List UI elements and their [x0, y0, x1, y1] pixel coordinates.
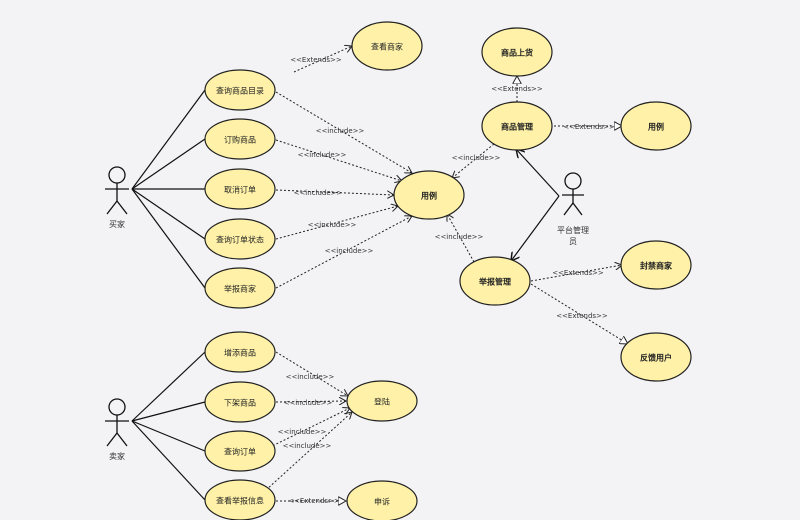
include-view-report-login: [265, 412, 352, 491]
label-include-browse: <<include>>: [316, 127, 365, 135]
svg-text:下架商品: 下架商品: [224, 398, 256, 408]
svg-text:查询订单状态: 查询订单状态: [216, 235, 264, 245]
svg-text:商品上货: 商品上货: [501, 48, 533, 58]
label-extend-appeal: <<Extends>>: [288, 497, 340, 505]
label-extend-listing: <<Extends>>: [491, 85, 543, 93]
assoc-seller-query-order: [131, 420, 206, 452]
svg-text:封禁商家: 封禁商家: [640, 261, 673, 271]
stick-figure-icon: [105, 166, 129, 215]
svg-text:商品管理: 商品管理: [501, 122, 533, 132]
dependencies: [261, 46, 628, 501]
svg-text:申诉: 申诉: [374, 497, 390, 507]
svg-text:查询商品目录: 查询商品目录: [216, 86, 264, 96]
assoc-admin-goods-management: [516, 149, 560, 197]
svg-text:登陆: 登陆: [374, 397, 390, 407]
include-goods-mgmt-center: [452, 143, 495, 178]
label-include-report-mgmt: <<include>>: [435, 233, 484, 241]
use-case-query-order-status[interactable]: 查询订单状态: [204, 218, 276, 260]
label-include-report: <<include>>: [325, 247, 374, 255]
use-case-ban-merchant[interactable]: 封禁商家: [620, 240, 692, 290]
include-report-center: [275, 216, 412, 289]
use-case-cancel-order[interactable]: 取消订单: [204, 168, 276, 210]
label-extend-use-case-right: <<Extends>>: [563, 123, 615, 131]
use-case-report-management[interactable]: 举报管理: [459, 256, 531, 306]
assoc-buyer-browse-catalog: [131, 89, 206, 190]
svg-text:取消订单: 取消订单: [224, 185, 256, 195]
label-include-query-order-login: <<include>>: [278, 428, 327, 436]
use-case-goods-listing[interactable]: 商品上货: [481, 27, 553, 77]
assoc-seller-remove-goods: [131, 401, 206, 422]
label-include-cancel: <<include>>: [294, 189, 343, 197]
assoc-admin-report-management: [511, 195, 560, 261]
label-extend-ban: <<Extends>>: [552, 269, 604, 277]
use-case-report-merchant[interactable]: 举报商家: [204, 267, 276, 309]
svg-text:举报商家: 举报商家: [224, 284, 256, 294]
assoc-buyer-order-goods: [131, 138, 206, 190]
stick-figure-icon: [562, 172, 584, 216]
svg-text:用例: 用例: [647, 122, 664, 132]
actor-seller[interactable]: 卖家: [105, 398, 129, 461]
use-case-center[interactable]: 用例: [393, 170, 465, 220]
use-case-view-merchant[interactable]: 查看商家: [351, 21, 423, 71]
use-case-view-report-info[interactable]: 查看举报信息: [204, 479, 276, 520]
actor-buyer-label: 买家: [109, 219, 125, 229]
label-include-goods-mgmt: <<include>>: [452, 154, 501, 162]
svg-text:反馈用户: 反馈用户: [640, 353, 672, 363]
actor-buyer[interactable]: 买家: [105, 166, 129, 229]
svg-text:查看举报信息: 查看举报信息: [216, 496, 264, 506]
use-case-login[interactable]: 登陆: [346, 380, 418, 422]
svg-text:查询订单: 查询订单: [224, 447, 256, 457]
svg-text:举报管理: 举报管理: [478, 277, 511, 287]
use-case-add-goods[interactable]: 增添商品: [204, 331, 276, 373]
associations: [131, 89, 560, 501]
use-case-goods-management[interactable]: 商品管理: [481, 101, 553, 151]
include-query-order-login: [261, 408, 350, 452]
include-query-status-center: [275, 206, 398, 240]
label-include-remove-login: <<include>>: [284, 399, 333, 407]
use-case-right[interactable]: 用例: [620, 101, 692, 151]
label-include-view-report-login: <<include>>: [283, 442, 332, 450]
include-order-center: [275, 139, 402, 181]
use-case-appeal[interactable]: 申诉: [346, 480, 418, 520]
stick-figure-icon: [105, 398, 129, 447]
use-case-order-goods[interactable]: 订购商品: [204, 118, 276, 160]
assoc-buyer-report-merchant: [131, 188, 206, 289]
actor-seller-label: 卖家: [109, 451, 125, 461]
label-extend-view-merchant: <<Extends>>: [290, 56, 342, 64]
label-include-add-login: <<include>>: [286, 373, 335, 381]
stereotype-labels: <<Extends>> <<include>> <<include>> <<in…: [278, 56, 615, 505]
assoc-buyer-query-order-status: [131, 188, 206, 240]
use-case-query-order[interactable]: 查询订单: [204, 430, 276, 472]
actor-admin-label-line2: 员: [569, 237, 577, 246]
extend-browse-view-merchant: [293, 46, 352, 73]
extend-report-mgmt-feedback: [530, 283, 628, 344]
label-extend-feedback: <<Extends>>: [556, 312, 608, 320]
actor-admin-label-line1: 平台管理: [557, 225, 589, 235]
actor-platform-admin[interactable]: 平台管理 员: [557, 172, 589, 246]
use-case-remove-goods[interactable]: 下架商品: [204, 381, 276, 423]
svg-text:用例: 用例: [420, 191, 437, 201]
extend-report-mgmt-ban: [530, 265, 622, 282]
svg-text:查看商家: 查看商家: [371, 42, 403, 52]
include-report-mgmt-center: [447, 214, 475, 263]
svg-text:订购商品: 订购商品: [224, 135, 256, 145]
label-include-query-status: <<include>>: [308, 221, 357, 229]
svg-text:增添商品: 增添商品: [224, 348, 256, 358]
label-include-order: <<include>>: [298, 151, 347, 159]
assoc-seller-view-report-info: [131, 420, 206, 501]
use-case-browse-catalog[interactable]: 查询商品目录: [204, 69, 276, 111]
use-case-feedback-user[interactable]: 反馈用户: [620, 332, 692, 382]
assoc-seller-add-goods: [131, 351, 206, 422]
